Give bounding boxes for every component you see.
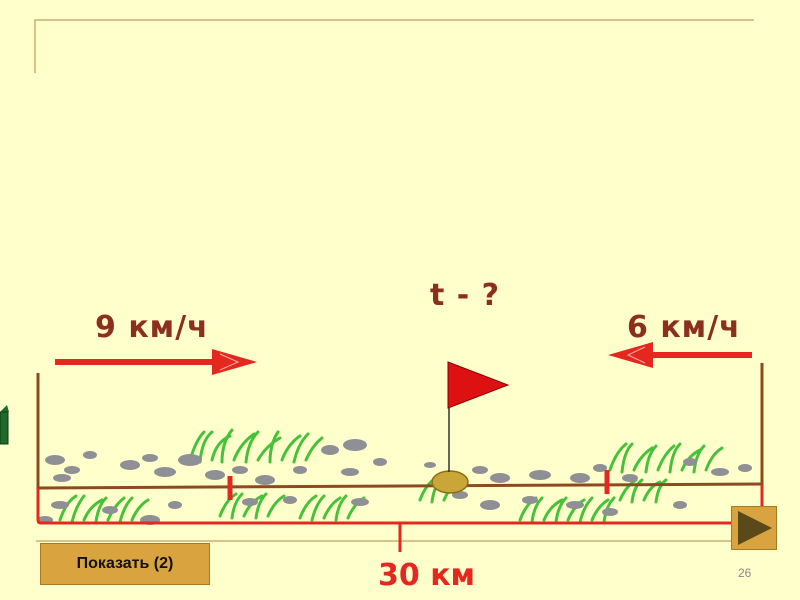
next-arrow-icon bbox=[738, 511, 772, 545]
meeting-point bbox=[431, 470, 469, 494]
house-icon bbox=[0, 405, 9, 445]
speed-label-right: 6 км/ч bbox=[627, 310, 741, 345]
show-button[interactable]: Показать (2) bbox=[40, 543, 210, 585]
road-line bbox=[37, 482, 763, 490]
speed-label-left: 9 км/ч bbox=[95, 310, 209, 345]
top-rule bbox=[36, 19, 754, 21]
right-arrow bbox=[55, 349, 257, 375]
left-arrow bbox=[608, 342, 752, 368]
left-rule bbox=[34, 19, 36, 73]
distance-label: 30 км bbox=[378, 558, 476, 593]
next-button[interactable] bbox=[731, 506, 777, 550]
bottom-rule bbox=[36, 540, 754, 542]
flag-icon bbox=[447, 361, 510, 472]
stones-decoration bbox=[37, 439, 752, 525]
slide-number: 26 bbox=[738, 566, 752, 580]
question-label: t - ? bbox=[430, 278, 501, 313]
